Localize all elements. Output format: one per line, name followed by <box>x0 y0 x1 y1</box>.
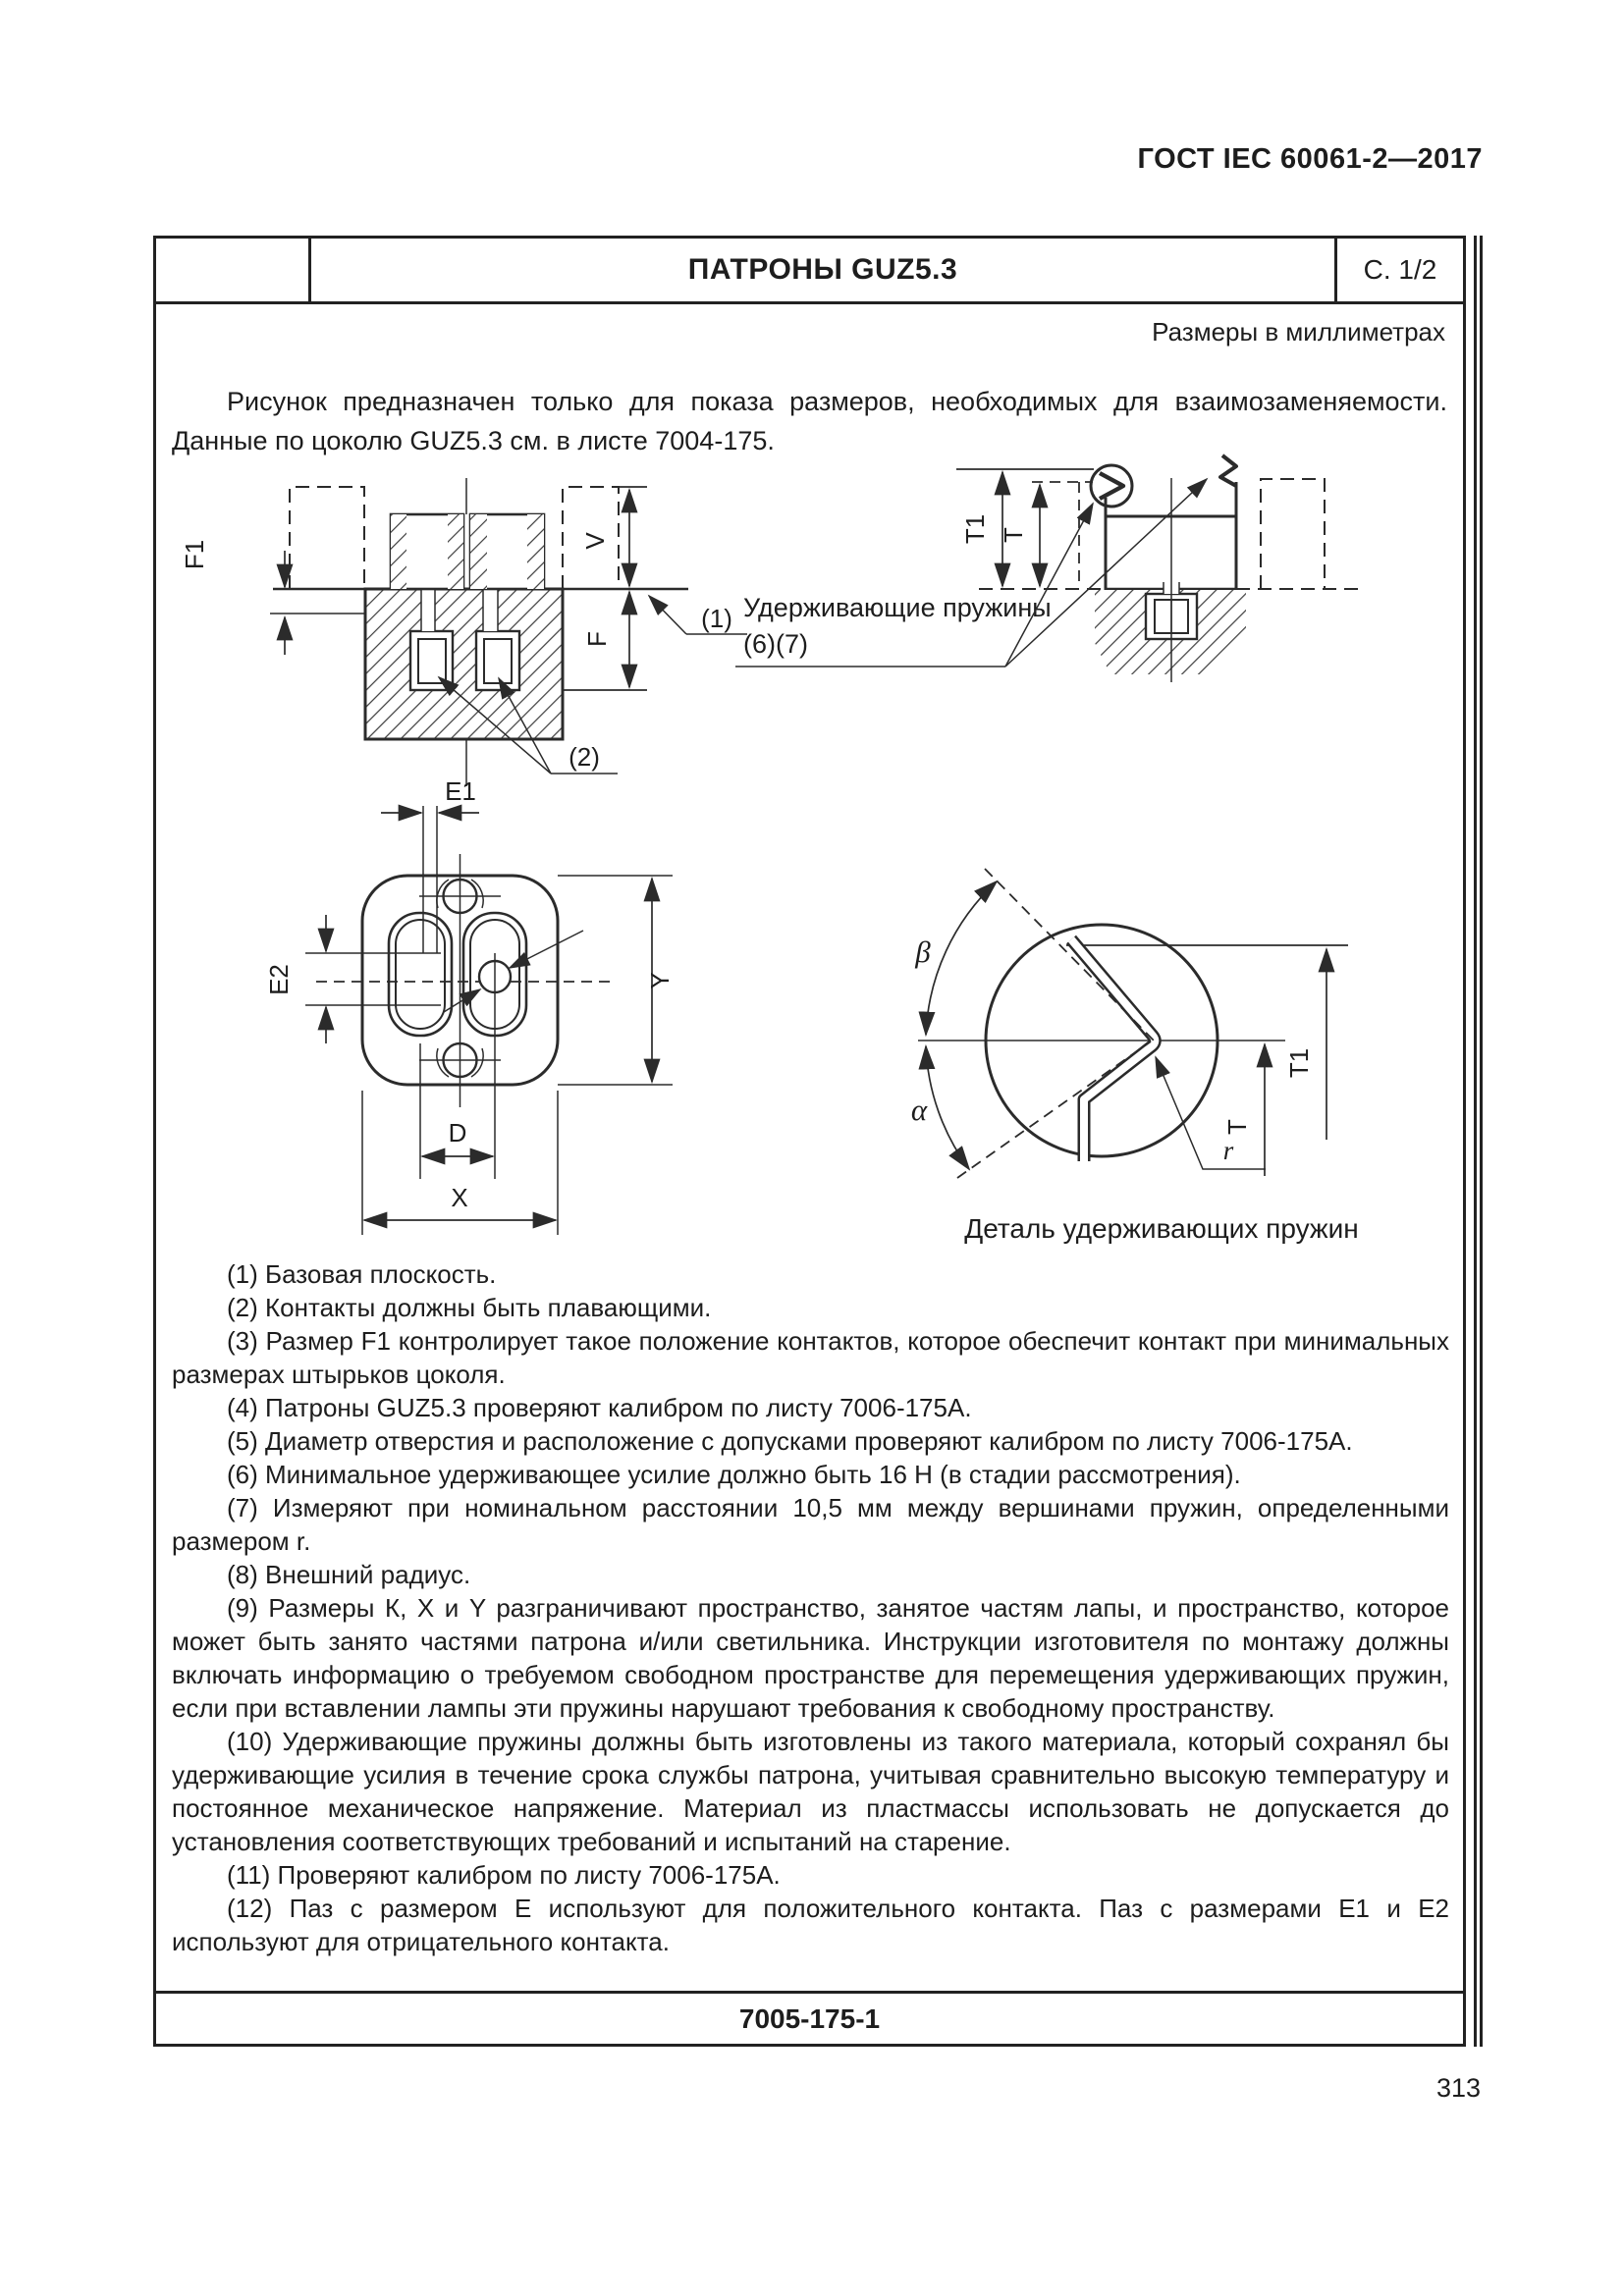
springs-callout: Удерживающие пружины (6)(7) <box>735 477 1209 667</box>
sheet-number: С. 1/2 <box>1334 239 1463 301</box>
sheet-header-row: ПАТРОНЫ GUZ5.3 С. 1/2 <box>156 239 1463 304</box>
dim-label-e1: E1 <box>445 776 476 806</box>
dim-label-e2: E2 <box>264 964 294 995</box>
dim-label-y: Y <box>645 972 675 988</box>
units-note: Размеры в миллиметрах <box>1152 317 1445 347</box>
dim-label-r: r <box>1223 1136 1234 1165</box>
figure-section-view: F1 V F (1) (2) <box>180 478 747 786</box>
callout-base-plane: (1) <box>701 604 732 633</box>
dim-label-t1-detail: T1 <box>1284 1048 1314 1078</box>
sheet-footer-code: 7005-175-1 <box>156 1991 1463 2044</box>
dim-label-x: X <box>451 1183 467 1212</box>
note-item: (9) Размеры К, X и Y разграничивают прос… <box>172 1593 1449 1723</box>
figure-spring-detail: β α r T T1 Деталь удерживающих пружин <box>911 868 1359 1244</box>
dim-label-t-side: T <box>999 527 1028 543</box>
angle-label-beta: β <box>914 934 931 969</box>
note-item: (3) Размер F1 контролирует такое положен… <box>172 1326 1449 1389</box>
note-item: (7) Измеряют при номинальном расстоянии … <box>172 1493 1449 1556</box>
angle-label-alpha: α <box>911 1093 928 1127</box>
note-item: (2) Контакты должны быть плавающими. <box>227 1293 712 1322</box>
note-item: (11) Проверяют калибром по листу 7006-17… <box>227 1860 781 1890</box>
dim-label-v: V <box>580 532 610 550</box>
figure-plan-view: E1 E2 Y D X <box>264 776 675 1235</box>
note-item: (12) Паз с размером Е используют для пол… <box>172 1894 1449 1956</box>
spring-detail-caption: Деталь удерживающих пружин <box>964 1213 1358 1244</box>
header-corner-cell <box>156 239 311 301</box>
note-item: (4) Патроны GUZ5.3 проверяют калибром по… <box>227 1393 972 1422</box>
note-item: (8) Внешний радиус. <box>227 1560 471 1589</box>
sheet-title: ПАТРОНЫ GUZ5.3 <box>687 253 958 286</box>
note-item: (6) Минимальное удерживающее усилие долж… <box>227 1460 1241 1489</box>
notes-list: (1) Базовая плоскость. (2) Контакты долж… <box>172 1257 1449 1958</box>
springs-callout-line2: (6)(7) <box>743 629 808 659</box>
intro-paragraph: Рисунок предназначен только для показа р… <box>172 387 1447 455</box>
dim-label-d: D <box>449 1118 467 1148</box>
note-item: (1) Базовая плоскость. <box>227 1259 497 1289</box>
sheet-frame: ПАТРОНЫ GUZ5.3 С. 1/2 Размеры в миллимет… <box>153 236 1466 2047</box>
note-item: (5) Диаметр отверстия и расположение с д… <box>227 1426 1353 1456</box>
dim-label-t-detail: T <box>1222 1119 1252 1135</box>
dim-label-t1-side: T1 <box>960 514 990 544</box>
springs-callout-line1: Удерживающие пружины <box>743 593 1052 622</box>
callout-contacts: (2) <box>568 742 600 772</box>
figure-side-view: T1 T <box>956 454 1360 682</box>
right-double-rule <box>1474 236 1483 2047</box>
technical-drawings: F1 V F (1) (2) Удерживающие пружины (6)(… <box>180 454 1360 1244</box>
note-item: (10) Удерживающие пружины должны быть из… <box>172 1727 1449 1856</box>
dim-label-f: F <box>582 631 612 647</box>
standard-number: ГОСТ IEC 60061-2—2017 <box>1137 143 1483 175</box>
dim-label-f1: F1 <box>180 540 209 569</box>
page-number: 313 <box>1435 2073 1481 2103</box>
